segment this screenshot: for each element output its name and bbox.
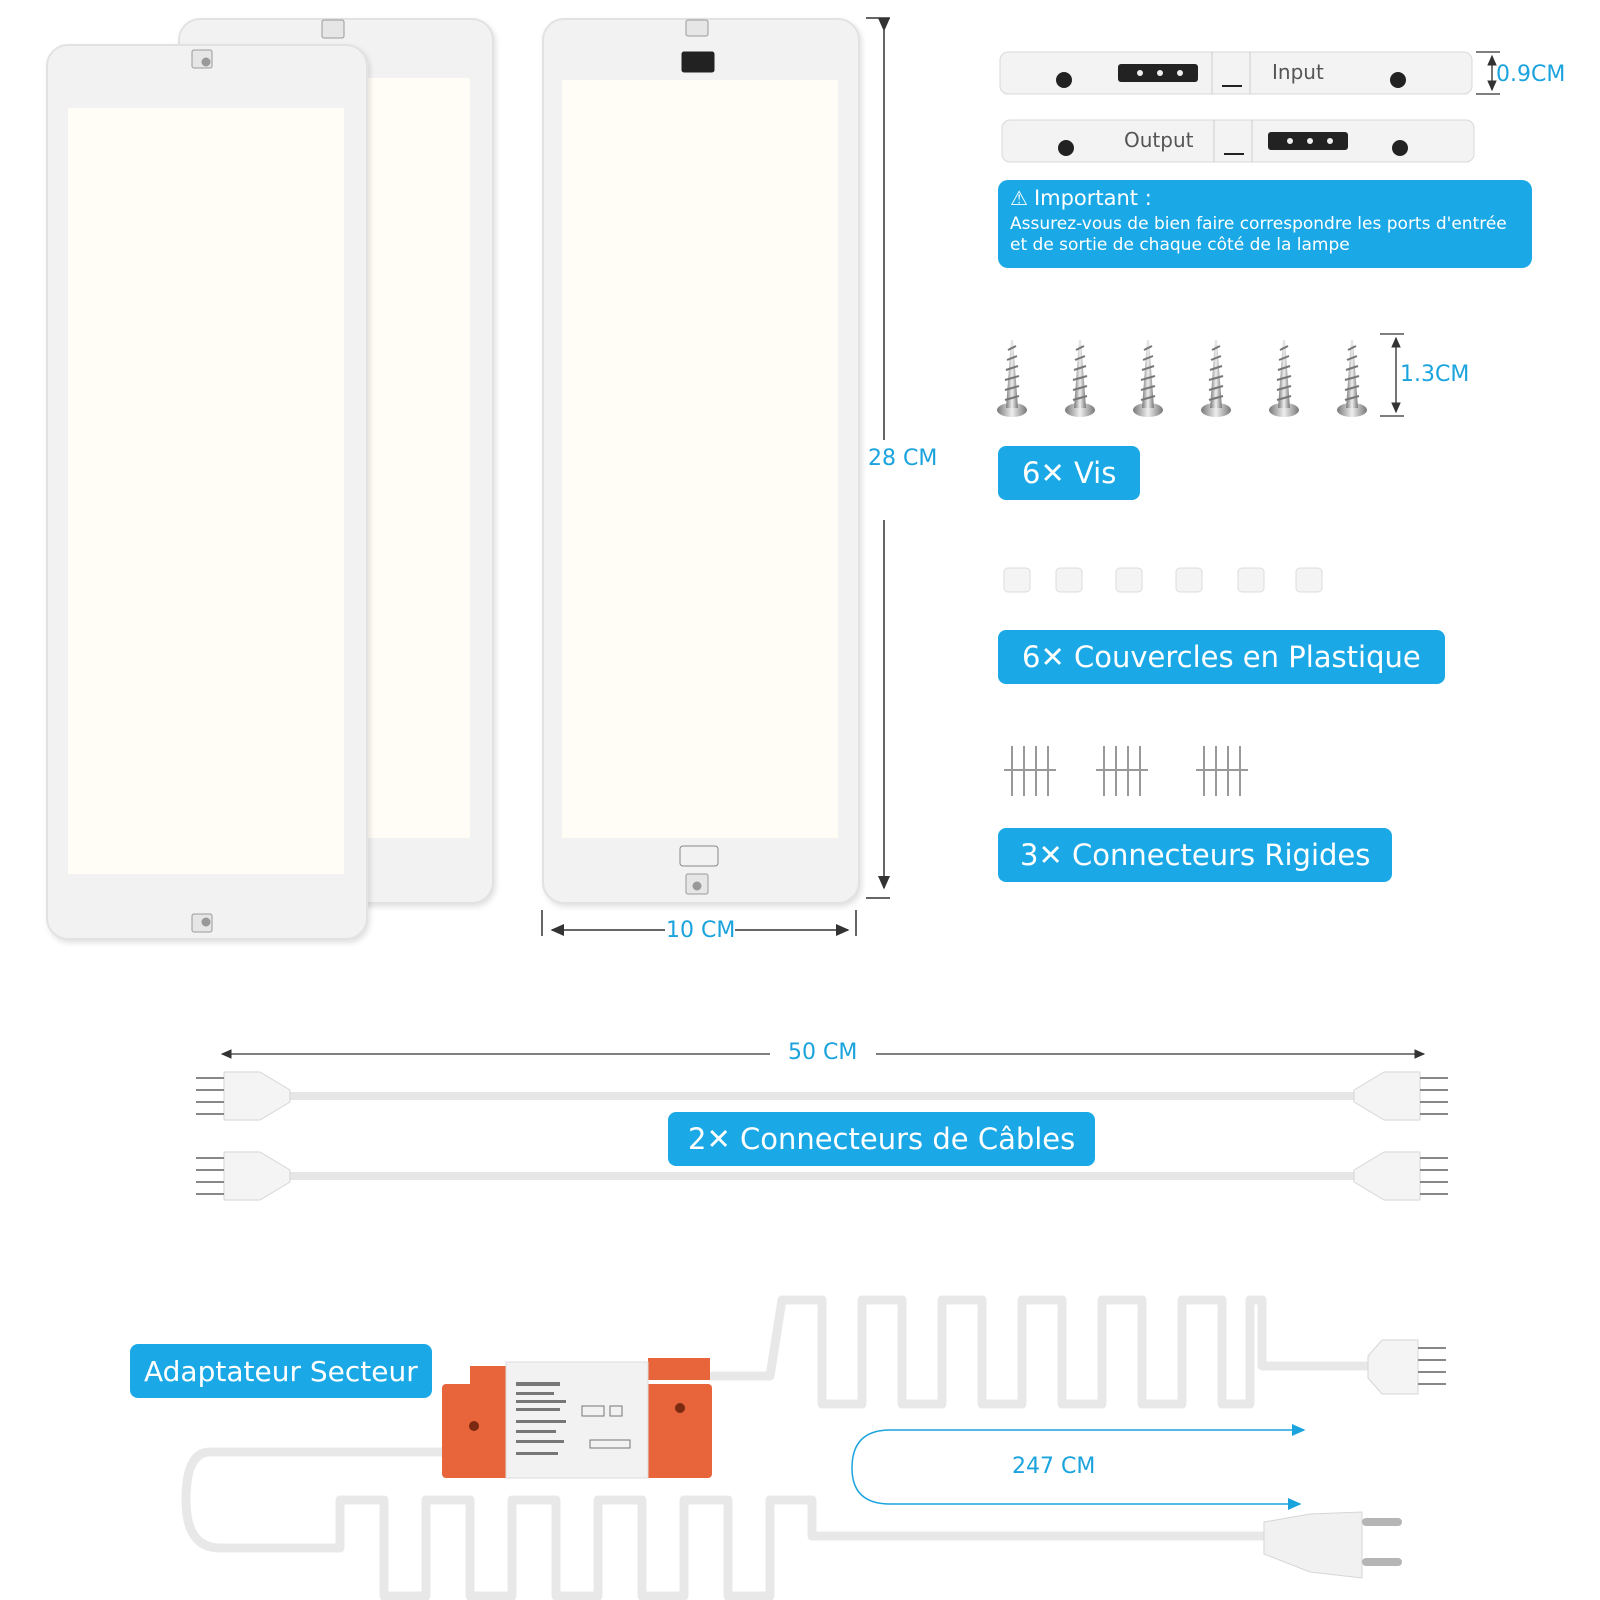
led-panel-front — [46, 44, 368, 940]
height-label: 28 CM — [868, 446, 938, 471]
plastic-covers — [1003, 567, 1323, 593]
width-label: 10 CM — [666, 918, 736, 943]
adapter-output-plug — [1367, 1339, 1446, 1395]
width-dimension-line — [541, 910, 857, 936]
screws — [997, 340, 1367, 417]
rigid-connectors-label: 3✕ Connecteurs Rigides — [998, 828, 1393, 882]
notice-body-line1: Assurez-vous de bien faire correspondre … — [1010, 214, 1507, 234]
notice-title: Important : — [1033, 186, 1152, 210]
adapter-cable-length-label: 247 CM — [1012, 1454, 1096, 1479]
thickness-dimension-line — [1476, 51, 1500, 95]
adapter-output-cable — [707, 1295, 1377, 1409]
screws-label: 6✕ Vis — [998, 446, 1141, 500]
cable-connectors-label: 2✕ Connecteurs de Câbles — [668, 1112, 1096, 1166]
screw-length-label: 1.3CM — [1400, 362, 1470, 387]
output-port-label: Output — [1124, 128, 1194, 152]
input-port-label: Input — [1272, 60, 1324, 84]
adapter-cable-dimension-line — [851, 1424, 1306, 1510]
covers-label: 6✕ Couvercles en Plastique — [998, 630, 1445, 684]
wall-plug — [1263, 1511, 1402, 1579]
adapter-input-cable — [181, 1447, 1269, 1600]
input-port-view — [999, 51, 1473, 95]
thickness-label: 0.9CM — [1496, 62, 1566, 87]
output-port-view — [1001, 119, 1475, 163]
important-notice: ⚠ Important : Assurez-vous de bien faire… — [998, 180, 1532, 268]
warning-icon: ⚠ — [1010, 186, 1028, 210]
panel-mount-holes — [191, 19, 719, 933]
notice-body-line2: et de sortie de chaque côté de la lampe — [1010, 235, 1350, 255]
adapter-label: Adaptateur Secteur — [130, 1344, 432, 1398]
screw-dimension-line — [1380, 333, 1404, 417]
cable-length-label: 50 CM — [788, 1040, 858, 1065]
led-panel-right — [542, 18, 860, 904]
height-dimension-line — [866, 17, 890, 899]
cable-connector-2 — [196, 1151, 1448, 1201]
cable-connector-1 — [196, 1071, 1448, 1121]
rigid-connectors — [1004, 746, 1248, 796]
power-adapter — [442, 1358, 712, 1479]
